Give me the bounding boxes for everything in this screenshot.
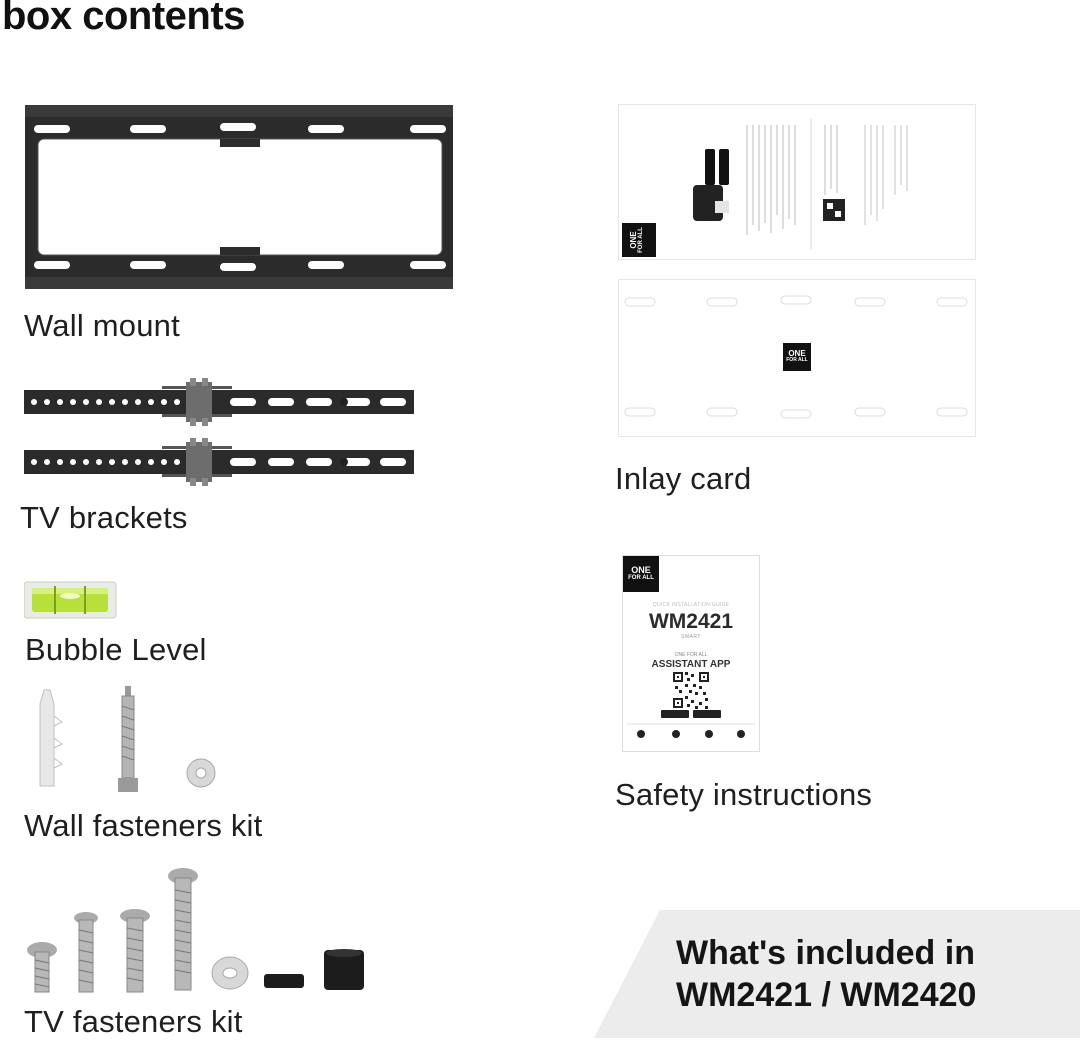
inlay-card-logo: ONE FOR ALL: [783, 343, 811, 371]
inlay-logo-bottom: FOR ALL: [786, 357, 808, 363]
whats-included-banner: What's included in WM2421 / WM2420: [594, 910, 1080, 1038]
google-play-badge: [693, 710, 721, 718]
wall-mount-label: Wall mount: [24, 308, 180, 343]
safety-booklet-image: ONE FOR ALL QUICK INSTALLATION GUIDE WM2…: [622, 555, 760, 752]
banner-heading: What's included in: [676, 934, 975, 972]
wall-fasteners-image: [39, 686, 216, 792]
tv-fasteners-label: TV fasteners kit: [24, 1004, 243, 1039]
inlay-card-label: Inlay card: [615, 461, 752, 496]
facebook-icon: [637, 730, 645, 738]
banner-models: WM2421 / WM2420: [676, 976, 977, 1014]
tv-brackets-label: TV brackets: [20, 500, 188, 535]
tv-fasteners-image: [27, 868, 364, 993]
bubble-level-label: Bubble Level: [25, 632, 207, 667]
booklet-model: WM2421: [648, 610, 734, 633]
bubble-level-image: [24, 581, 117, 619]
app-store-badge: [661, 710, 689, 718]
instagram-icon: [672, 730, 680, 738]
booklet-brand: ONE FOR ALL: [674, 652, 708, 658]
safety-instructions-label: Safety instructions: [615, 777, 873, 812]
booklet-variant: SMART: [681, 634, 701, 640]
booklet-app-title: ASSISTANT APP: [651, 659, 731, 670]
wall-fasteners-label: Wall fasteners kit: [24, 808, 263, 843]
youtube-icon: [737, 730, 745, 738]
instruction-sheet-image: ONE FOR ALL: [618, 104, 976, 260]
inlay-card-image: ONE FOR ALL: [618, 279, 976, 437]
tv-brackets-image: [24, 378, 414, 486]
page-title: box contents: [2, 0, 245, 38]
linkedin-icon: [705, 730, 713, 738]
qr-code-icon: [673, 672, 709, 709]
booklet-subtitle: QUICK INSTALLATION GUIDE: [652, 602, 730, 608]
booklet-logo-bottom: FOR ALL: [628, 575, 654, 581]
booklet-logo-top: ONE: [631, 565, 651, 575]
wall-mount-image: [25, 105, 453, 289]
booklet-logo: ONE FOR ALL: [623, 556, 659, 592]
inlay-logo-top: ONE: [788, 349, 806, 358]
